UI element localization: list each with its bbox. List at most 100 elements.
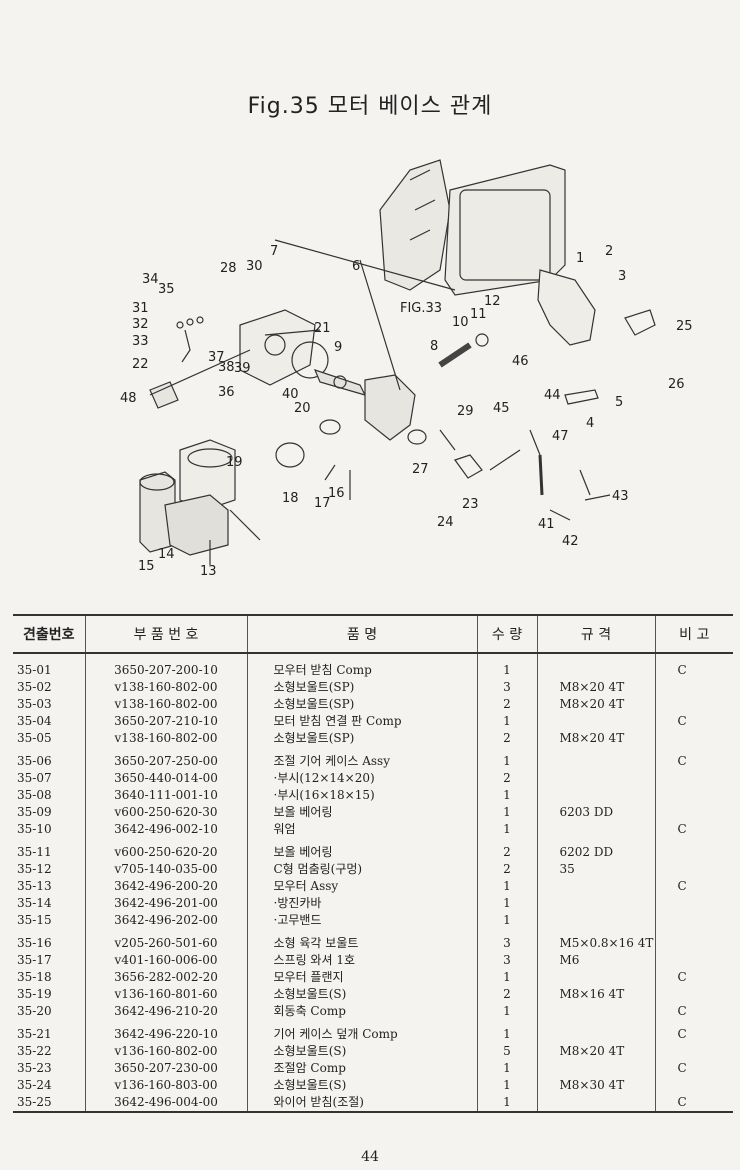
cell-spec	[536, 895, 655, 912]
cell-spec: M8×16 4T	[536, 986, 655, 1003]
cell-quantity: 1	[476, 653, 537, 679]
cell-remark: C	[654, 1094, 733, 1113]
cell-part-number: v600-250-620-30	[84, 804, 247, 821]
cell-spec: 6202 DD	[536, 838, 655, 861]
callout-label: 21	[314, 321, 331, 336]
cell-quantity: 1	[476, 1094, 537, 1113]
cell-quantity: 2	[476, 986, 537, 1003]
cell-part-number: 3642-496-202-00	[84, 912, 247, 929]
cell-spec: M6	[536, 952, 655, 969]
cell-no: 35-05	[17, 731, 52, 745]
table-header-row: 견출번호 부 품 번 호 품 명 수 량 규 격 비 고	[13, 614, 733, 654]
column-header-name: 품 명	[246, 614, 477, 654]
cell-remark	[654, 730, 733, 747]
callout-label: 28	[220, 261, 237, 276]
cell-remark	[654, 1043, 733, 1060]
fig33-reference-label: FIG.33	[400, 301, 442, 316]
cell-no: 35-24	[17, 1078, 52, 1092]
cell-spec	[536, 713, 655, 730]
callout-label: 8	[430, 339, 438, 354]
cell-part-number: v205-260-501-60	[84, 929, 247, 952]
callout-label: 31	[132, 301, 149, 316]
callout-label: 26	[668, 377, 685, 392]
callout-label: 24	[437, 515, 454, 530]
cell-remark	[654, 838, 733, 861]
cell-no: 35-21	[17, 1027, 52, 1041]
cell-spec: M8×30 4T	[536, 1077, 655, 1094]
cell-name: 소형보울트(SP)	[246, 696, 477, 713]
callout-label: 47	[552, 429, 569, 444]
callout-label: 14	[158, 547, 175, 562]
cell-no: 35-04	[17, 714, 52, 728]
cell-remark	[654, 787, 733, 804]
cell-name: ·부시(16×18×15)	[246, 787, 477, 804]
callout-label: 48	[120, 391, 137, 406]
cell-quantity: 1	[476, 804, 537, 821]
cell-name: ·부시(12×14×20)	[246, 770, 477, 787]
cell-no: 35-17	[17, 953, 52, 967]
callout-label: 10	[452, 315, 469, 330]
callout-label: 39	[234, 361, 251, 376]
cell-no: 35-12	[17, 862, 52, 876]
cell-part-number: v705-140-035-00	[84, 861, 247, 878]
cell-spec	[536, 787, 655, 804]
cell-no: 35-07	[17, 771, 52, 785]
cell-spec	[536, 1094, 655, 1113]
cell-part-number: 3642-496-220-10	[84, 1020, 247, 1043]
cell-spec: 6203 DD	[536, 804, 655, 821]
cell-no: 35-13	[17, 879, 52, 893]
callout-label: 42	[562, 534, 579, 549]
callout-label: 15	[138, 559, 155, 574]
callout-label: 5	[615, 395, 623, 410]
cell-quantity: 2	[476, 730, 537, 747]
column-header-no: 견출번호	[13, 614, 85, 654]
callout-label: 12	[484, 294, 501, 309]
cell-remark: C	[654, 713, 733, 730]
cell-remark	[654, 952, 733, 969]
cell-remark	[654, 1077, 733, 1094]
cell-quantity: 1	[476, 969, 537, 986]
cell-quantity: 1	[476, 878, 537, 895]
page-number: 44	[361, 1149, 379, 1165]
callout-label: 20	[294, 401, 311, 416]
callout-label: 11	[470, 307, 487, 322]
cell-part-number: 3642-496-200-20	[84, 878, 247, 895]
cell-spec	[536, 821, 655, 838]
callout-label: 1	[576, 251, 584, 266]
cell-quantity: 1	[476, 1020, 537, 1043]
callout-label: 9	[334, 340, 342, 355]
column-header-remark: 비 고	[654, 614, 733, 654]
cell-name: 소형보울트(SP)	[246, 679, 477, 696]
cell-spec: 35	[536, 861, 655, 878]
cell-spec	[536, 747, 655, 770]
cell-no: 35-03	[17, 697, 52, 711]
cell-remark	[654, 929, 733, 952]
cell-remark: C	[654, 1020, 733, 1043]
cell-name: 소형보울트(S)	[246, 1043, 477, 1060]
column-header-spec: 규 격	[536, 614, 655, 654]
cell-spec	[536, 878, 655, 895]
cell-no: 35-09	[17, 805, 52, 819]
cell-part-number: 3642-496-210-20	[84, 1003, 247, 1020]
cell-no: 35-22	[17, 1044, 52, 1058]
cell-part-number: 3640-111-001-10	[84, 787, 247, 804]
cell-remark: C	[654, 878, 733, 895]
cell-part-number: v600-250-620-20	[84, 838, 247, 861]
cell-spec	[536, 912, 655, 929]
cell-name: 모우터 플랜지	[246, 969, 477, 986]
cell-name: 보올 베어링	[246, 838, 477, 861]
